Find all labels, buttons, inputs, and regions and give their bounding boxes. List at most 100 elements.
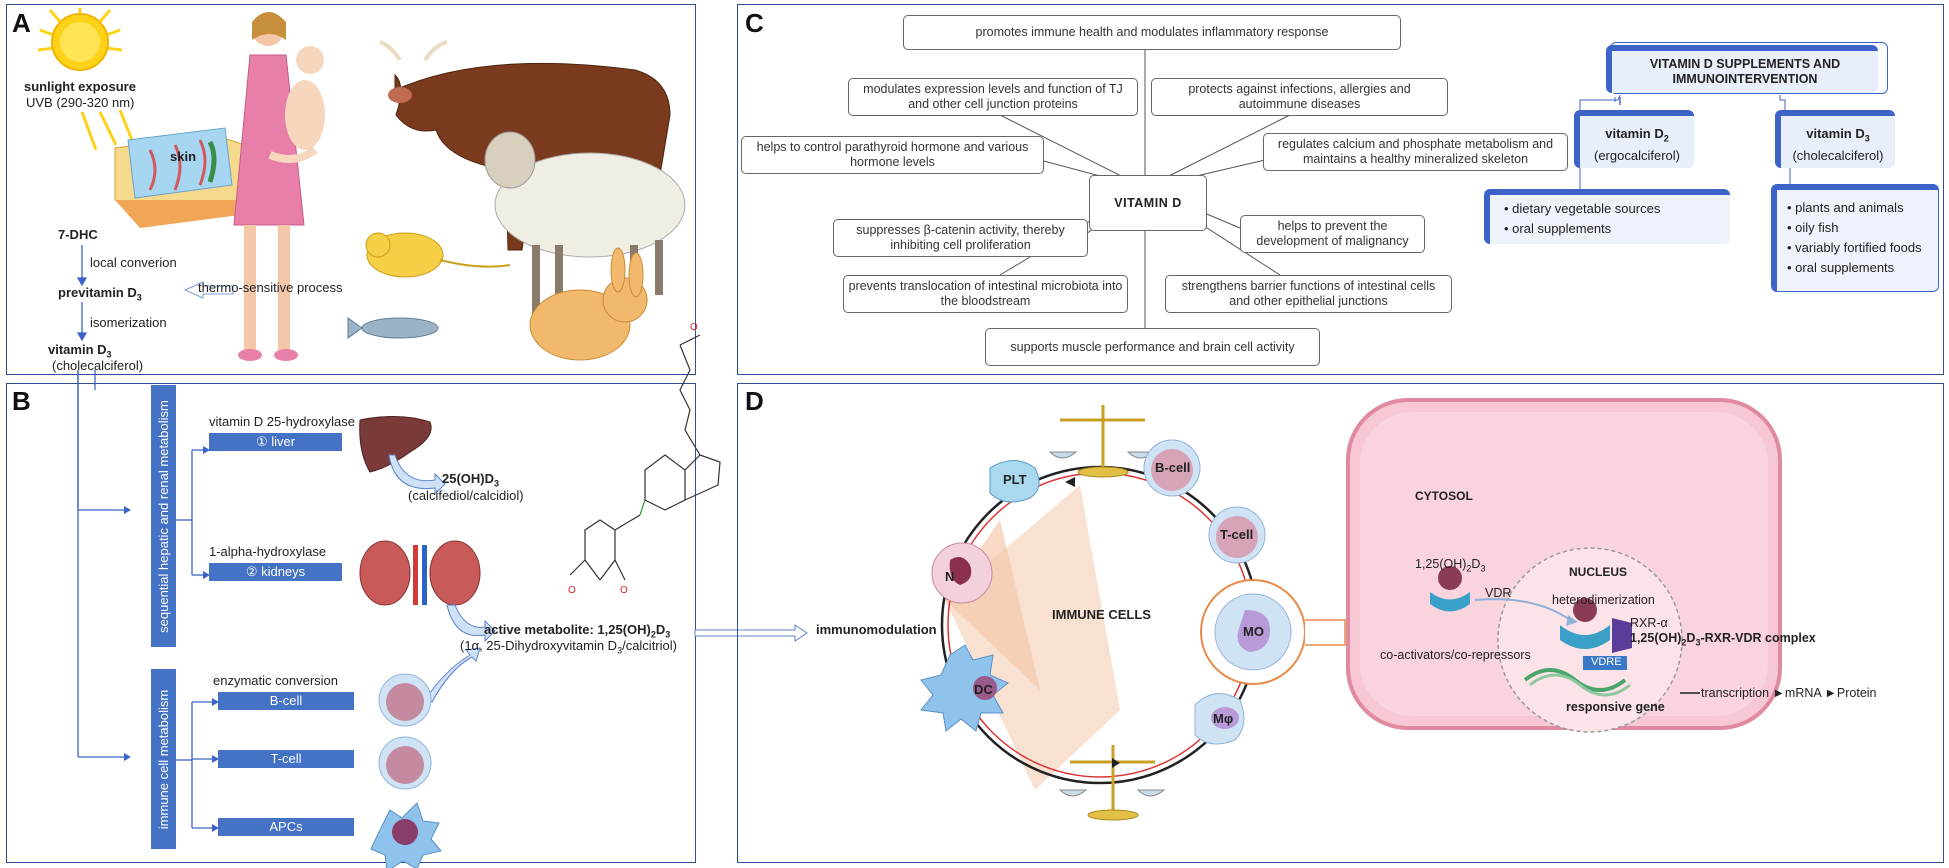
tcell-box: T-cell — [218, 750, 354, 768]
effect-tj-proteins: modulates expression levels and function… — [848, 78, 1138, 116]
plt-label: PLT — [1003, 472, 1027, 487]
plt-cell-icon — [989, 460, 1040, 503]
d2-source-item: oral supplements — [1504, 219, 1730, 239]
d3-source-item: variably fortified foods — [1787, 238, 1938, 258]
d2-sources-box: dietary vegetable sources oral supplemen… — [1484, 189, 1730, 244]
immune-cells-label: IMMUNE CELLS — [1052, 607, 1151, 622]
d3-sources-box: plants and animals oily fish variably fo… — [1771, 184, 1939, 292]
d2-source-item: dietary vegetable sources — [1504, 199, 1730, 219]
apc-icon — [370, 802, 442, 868]
d3-source-item: oily fish — [1787, 218, 1938, 238]
macrophage-icon — [1194, 693, 1245, 745]
complex-label: 1,25(OH)2D3-RXR-VDR complex — [1630, 631, 1816, 648]
vitamin-d-center: VITAMIN D — [1089, 175, 1207, 231]
effect-malignancy: helps to prevent the development of mali… — [1240, 215, 1425, 253]
immune-cell-bar: immune cell metabolism — [151, 669, 176, 849]
n-label: N — [945, 569, 955, 584]
uv-rays — [80, 109, 134, 151]
fish-icon — [347, 317, 439, 339]
rabbit-icon — [529, 247, 648, 361]
enzymatic-conversion-label: enzymatic conversion — [213, 673, 338, 688]
apcs-box: APCs — [218, 818, 354, 836]
bcell-box: B-cell — [218, 692, 354, 710]
coactivators-label: co-activators/co-repressors — [1380, 648, 1531, 662]
liver-box: ① liver — [209, 433, 342, 451]
sunlight-uvb: UVB (290-320 nm) — [26, 95, 135, 110]
kidneys-box: ② kidneys — [209, 563, 342, 581]
effect-barrier: strengthens barrier functions of intesti… — [1165, 275, 1452, 313]
vitamin-d3-label: vitamin D3 — [48, 342, 112, 360]
panel-a-label: A — [12, 8, 31, 38]
d2-title: vitamin D2 — [1605, 126, 1669, 144]
sheep-icon — [484, 131, 686, 315]
panel-d-label: D — [745, 386, 764, 416]
supplements-title: VITAMIN D SUPPLEMENTS AND IMMUNOINTERVEN… — [1649, 57, 1841, 86]
local-conversion-label: local converion — [90, 255, 177, 270]
liver-icon — [359, 415, 432, 473]
effect-muscle-brain: supports muscle performance and brain ce… — [985, 328, 1320, 366]
calcitriol-structure — [569, 334, 721, 581]
d3-source-item: plants and animals — [1787, 198, 1938, 218]
d2-box: vitamin D2 (ergocalciferol) — [1574, 110, 1694, 168]
cholecalciferol-label: (cholecalciferol) — [52, 358, 144, 373]
calcifediol-label: 25(OH)D3 — [442, 471, 500, 489]
thermo-label: thermo-sensitive process — [198, 280, 343, 295]
skin-label: skin — [170, 149, 197, 164]
alpha-hydroxylase-label: 1-alpha-hydroxylase — [209, 544, 327, 559]
d3-note: (cholecalciferol) — [1792, 147, 1884, 163]
skin-icon — [114, 127, 246, 228]
woman-baby-icon — [233, 12, 325, 361]
vdr-label: VDR — [1485, 586, 1512, 600]
dc-label: DC — [974, 682, 993, 697]
vdre-label: VDRE — [1591, 656, 1622, 668]
heterodimerization-label: heterodimerization — [1552, 593, 1655, 607]
hydroxylase-25-label: vitamin D 25-hydroxylase — [209, 414, 355, 429]
effect-immune-health: promotes immune health and modulates inf… — [903, 15, 1401, 50]
tcell-ring-icon — [1208, 506, 1266, 564]
kidneys-icon — [359, 540, 481, 606]
balance-scale-top-icon — [1048, 405, 1156, 478]
panel-b-label: B — [12, 386, 31, 416]
sun-icon — [37, 8, 123, 71]
sunlight-title: sunlight exposure — [24, 79, 136, 94]
responsive-gene-label: responsive gene — [1566, 700, 1665, 714]
previtamin-label: previtamin D3 — [58, 285, 142, 303]
vdr-receptor-icon — [1430, 566, 1470, 612]
panel-c-label: C — [745, 8, 764, 38]
cytosol-label: CYTOSOL — [1415, 489, 1473, 503]
mo-label: MO — [1243, 624, 1264, 639]
dc-cell-icon — [920, 644, 1009, 732]
d2-note: (ergocalciferol) — [1594, 147, 1680, 163]
tcell-ring-label: T-cell — [1220, 527, 1254, 542]
mouse-icon — [365, 232, 511, 278]
svg-text:O: O — [568, 585, 576, 596]
bcell-icon — [378, 673, 432, 727]
thermo-arrow — [183, 281, 234, 299]
complex-icon — [1560, 598, 1632, 653]
svg-text:O: O — [690, 322, 698, 333]
d3-title: vitamin D3 — [1806, 126, 1870, 144]
panel-a — [6, 4, 696, 375]
cell-arrow — [424, 647, 481, 703]
active-metabolite-label: active metabolite: 1,25(OH)2D3 — [484, 622, 671, 640]
bcell-ring-label: B-cell — [1155, 460, 1191, 475]
panel-a-arrows — [76, 245, 88, 342]
d3-box: vitamin D3 (cholecalciferol) — [1775, 110, 1895, 168]
effect-infections: protects against infections, allergies a… — [1151, 78, 1448, 116]
effect-microbiota: prevents translocation of intestinal mic… — [843, 275, 1128, 313]
mo-cell-icon — [1200, 579, 1306, 685]
macrophage-label: Mφ — [1213, 711, 1234, 726]
kidney-arrow — [446, 604, 496, 643]
d3-source-item: oral supplements — [1787, 258, 1938, 278]
rxr-label: RXR-α — [1630, 616, 1668, 630]
nucleus-label: NUCLEUS — [1569, 565, 1628, 579]
bcell-ring-icon — [1143, 439, 1201, 497]
isomerization-label: isomerization — [90, 315, 167, 330]
effect-calcium: regulates calcium and phosphate metaboli… — [1263, 133, 1568, 171]
hepatic-renal-bar: sequential hepatic and renal metabolism — [151, 385, 176, 647]
active-metabolite-note: (1α, 25-Dihydroxyvitamin D3/calcitriol) — [460, 638, 677, 656]
supplements-title-box: VITAMIN D SUPPLEMENTS AND IMMUNOINTERVEN… — [1606, 45, 1878, 93]
immunomodulation-arrow — [694, 624, 808, 642]
